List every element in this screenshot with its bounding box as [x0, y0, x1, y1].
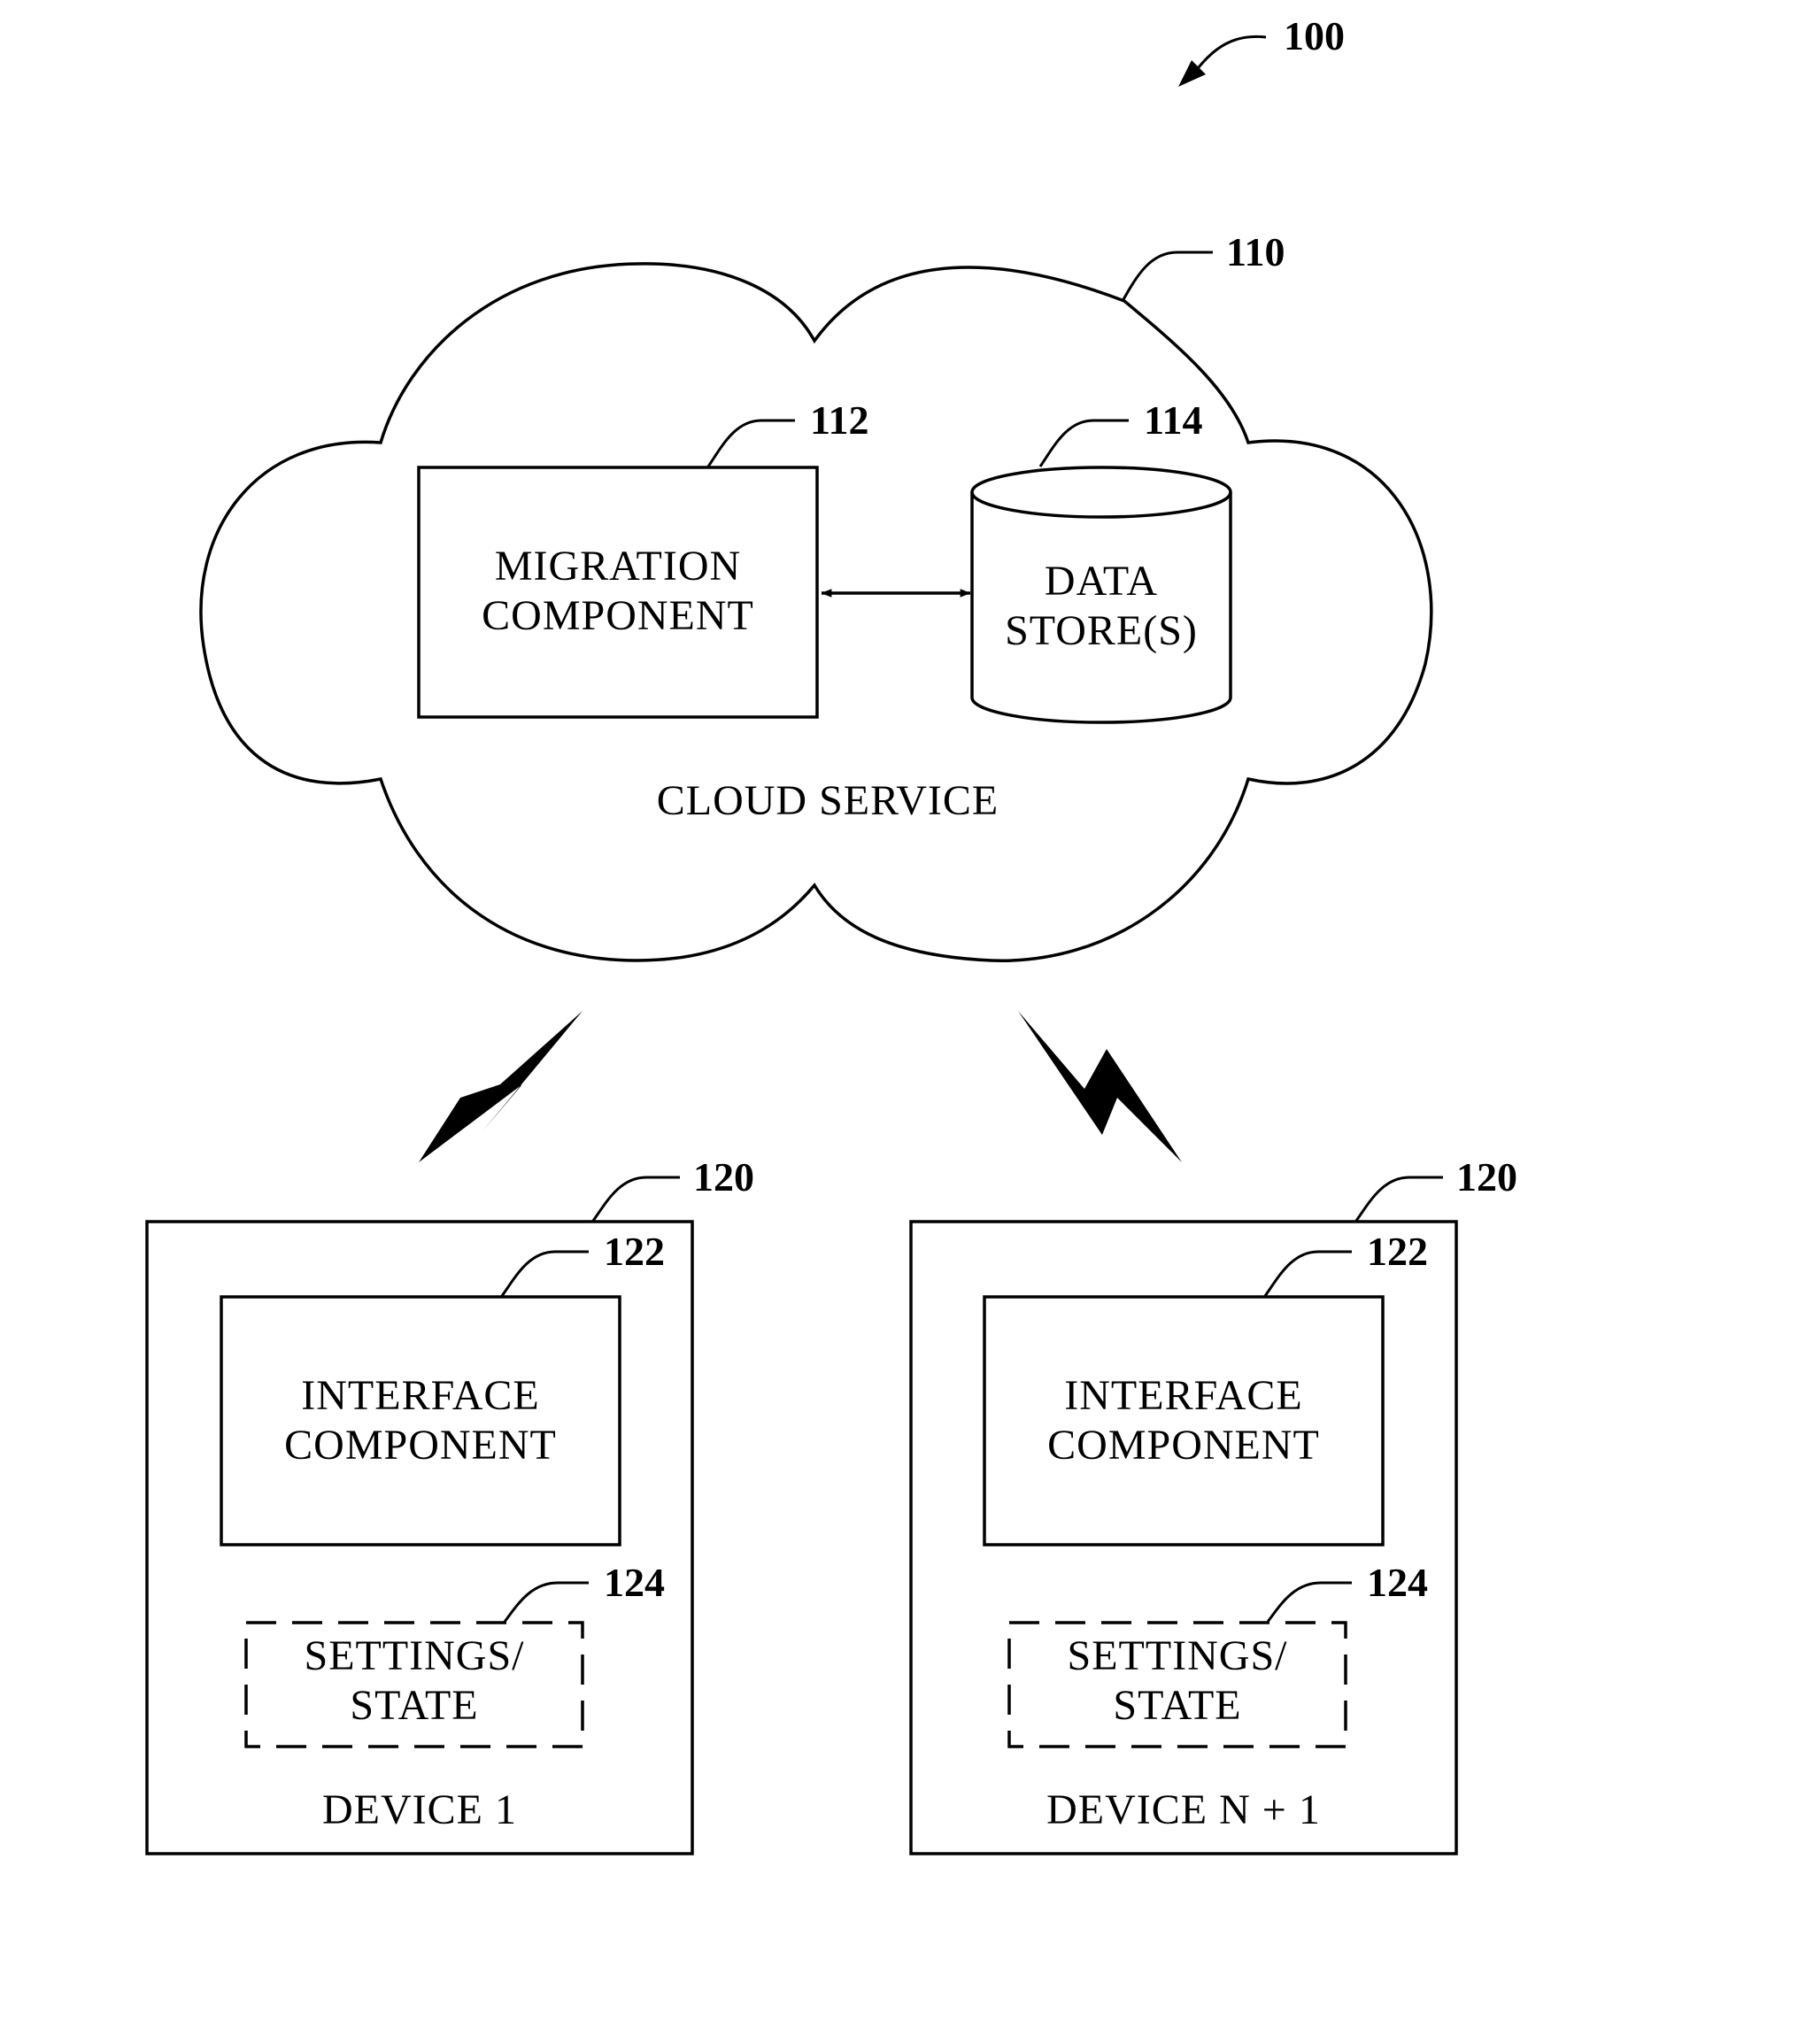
wireless-link-icon — [1018, 1011, 1182, 1162]
cloud-ref: 110 — [1226, 229, 1285, 274]
device-1-interface-line1: INTERFACE — [301, 1372, 539, 1419]
datastore-line1: DATA — [1045, 558, 1158, 605]
migration-component: MIGRATION COMPONENT 112 — [419, 397, 868, 717]
device-1-interface-box — [221, 1297, 620, 1545]
device-1-interface-line2: COMPONENT — [284, 1422, 557, 1469]
device-1-interface-ref: 122 — [604, 1229, 665, 1274]
datastore-line2: STORE(S) — [1005, 607, 1198, 654]
migration-line1: MIGRATION — [495, 543, 741, 590]
datastore-leader — [1040, 420, 1129, 467]
device-1-ref: 120 — [693, 1154, 754, 1199]
device-1-settings-line2: STATE — [350, 1682, 478, 1729]
device-1-box — [147, 1222, 692, 1854]
migration-leader — [708, 420, 795, 467]
device-1: 120 INTERFACE COMPONENT 122 SETTINGS/ ST… — [147, 1154, 754, 1854]
datastore-ref: 114 — [1144, 397, 1202, 443]
cloud-leader — [1123, 252, 1213, 301]
device-1-settings-line1: SETTINGS/ — [305, 1632, 525, 1679]
device-1-settings-ref: 124 — [604, 1560, 665, 1605]
device-n-label: DEVICE N + 1 — [1046, 1786, 1321, 1833]
device-n-settings-ref: 124 — [1367, 1560, 1428, 1605]
device-n-leader — [1356, 1177, 1443, 1221]
figure-number-group: 100 — [1178, 13, 1345, 87]
device-n-settings-line2: STATE — [1113, 1682, 1241, 1729]
device-n-box — [911, 1222, 1456, 1854]
cloud-label: CLOUD SERVICE — [657, 777, 999, 824]
data-store: DATA STORE(S) 114 — [972, 397, 1231, 722]
device-n-settings-line1: SETTINGS/ — [1068, 1632, 1288, 1679]
migration-line2: COMPONENT — [482, 592, 754, 639]
device-1-interface-leader — [502, 1252, 589, 1296]
cloud-service: 110 CLOUD SERVICE MIGRATION COMPONENT 11… — [201, 229, 1431, 960]
datastore-top — [972, 467, 1231, 517]
device-1-label: DEVICE 1 — [322, 1786, 517, 1833]
device-n-interface-box — [984, 1297, 1383, 1545]
migration-ref: 112 — [810, 397, 868, 443]
device-n-interface-leader — [1265, 1252, 1352, 1296]
device-n-interface-ref: 122 — [1367, 1229, 1428, 1274]
device-n-plus-1: 120 INTERFACE COMPONENT 122 SETTINGS/ ST… — [911, 1154, 1517, 1854]
device-n-interface-line1: INTERFACE — [1064, 1372, 1302, 1419]
device-1-leader — [593, 1177, 680, 1221]
wireless-link-icon — [419, 1011, 583, 1162]
device-n-ref: 120 — [1456, 1154, 1517, 1199]
device-n-settings-leader — [1268, 1583, 1352, 1622]
figure-number: 100 — [1284, 13, 1345, 58]
device-1-settings-leader — [505, 1583, 589, 1622]
device-n-interface-line2: COMPONENT — [1047, 1422, 1320, 1469]
